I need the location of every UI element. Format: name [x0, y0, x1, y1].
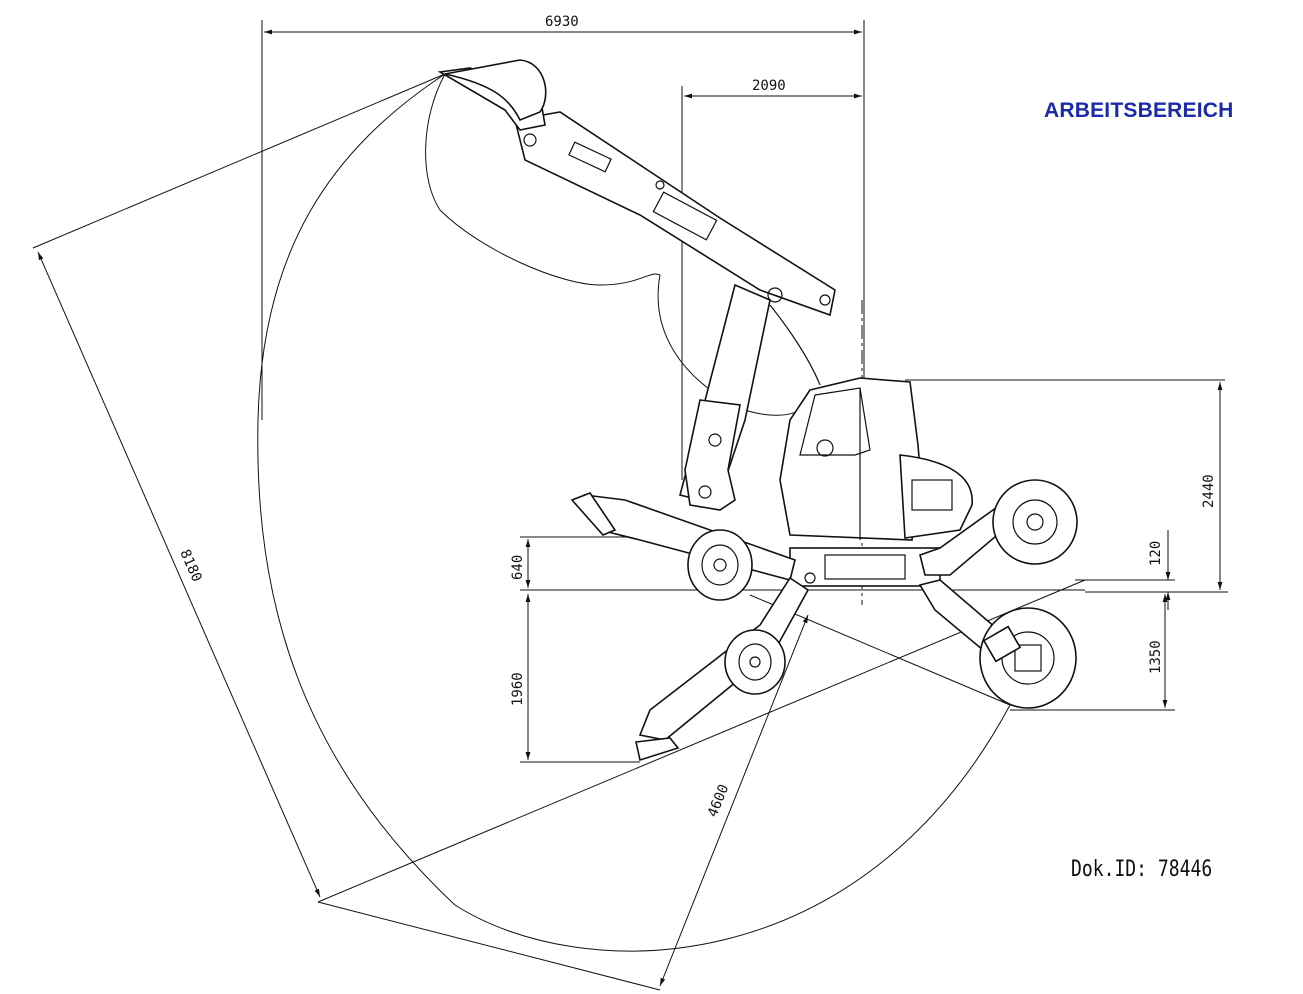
- wheel-front-lower: [724, 629, 786, 695]
- dim-label-6930: 6930: [545, 14, 579, 30]
- bucket-raised: [444, 59, 547, 122]
- dim-line-4600: [659, 614, 809, 987]
- front-claw-lower: [635, 737, 680, 762]
- dim-label-2440: 2440: [1201, 474, 1217, 508]
- wheel-front-upper: [687, 529, 753, 601]
- chassis: [789, 547, 941, 587]
- range-line-bottom: [317, 901, 661, 991]
- excavator-machine: [437, 59, 1078, 762]
- dim-label-640: 640: [510, 555, 526, 580]
- page-title: ARBEITSBEREICH: [1044, 99, 1234, 122]
- dipper-lower: [684, 399, 741, 511]
- wheel-rear-upper: [992, 479, 1078, 565]
- wheel-rear-lower: [979, 607, 1077, 709]
- dim-label-1960: 1960: [510, 672, 526, 706]
- dim-line-8180: [37, 251, 321, 898]
- document-id: Dok.ID: 78446: [1071, 857, 1213, 882]
- engine-hood: [899, 454, 973, 539]
- front-claw-upper: [570, 492, 617, 536]
- boom-upper: [514, 111, 836, 317]
- range-line-upper: [32, 73, 446, 249]
- dim-label-120: 120: [1148, 541, 1164, 566]
- cab: [779, 377, 921, 541]
- dim-label-1350: 1350: [1148, 640, 1164, 674]
- dim-label-2090: 2090: [752, 78, 786, 94]
